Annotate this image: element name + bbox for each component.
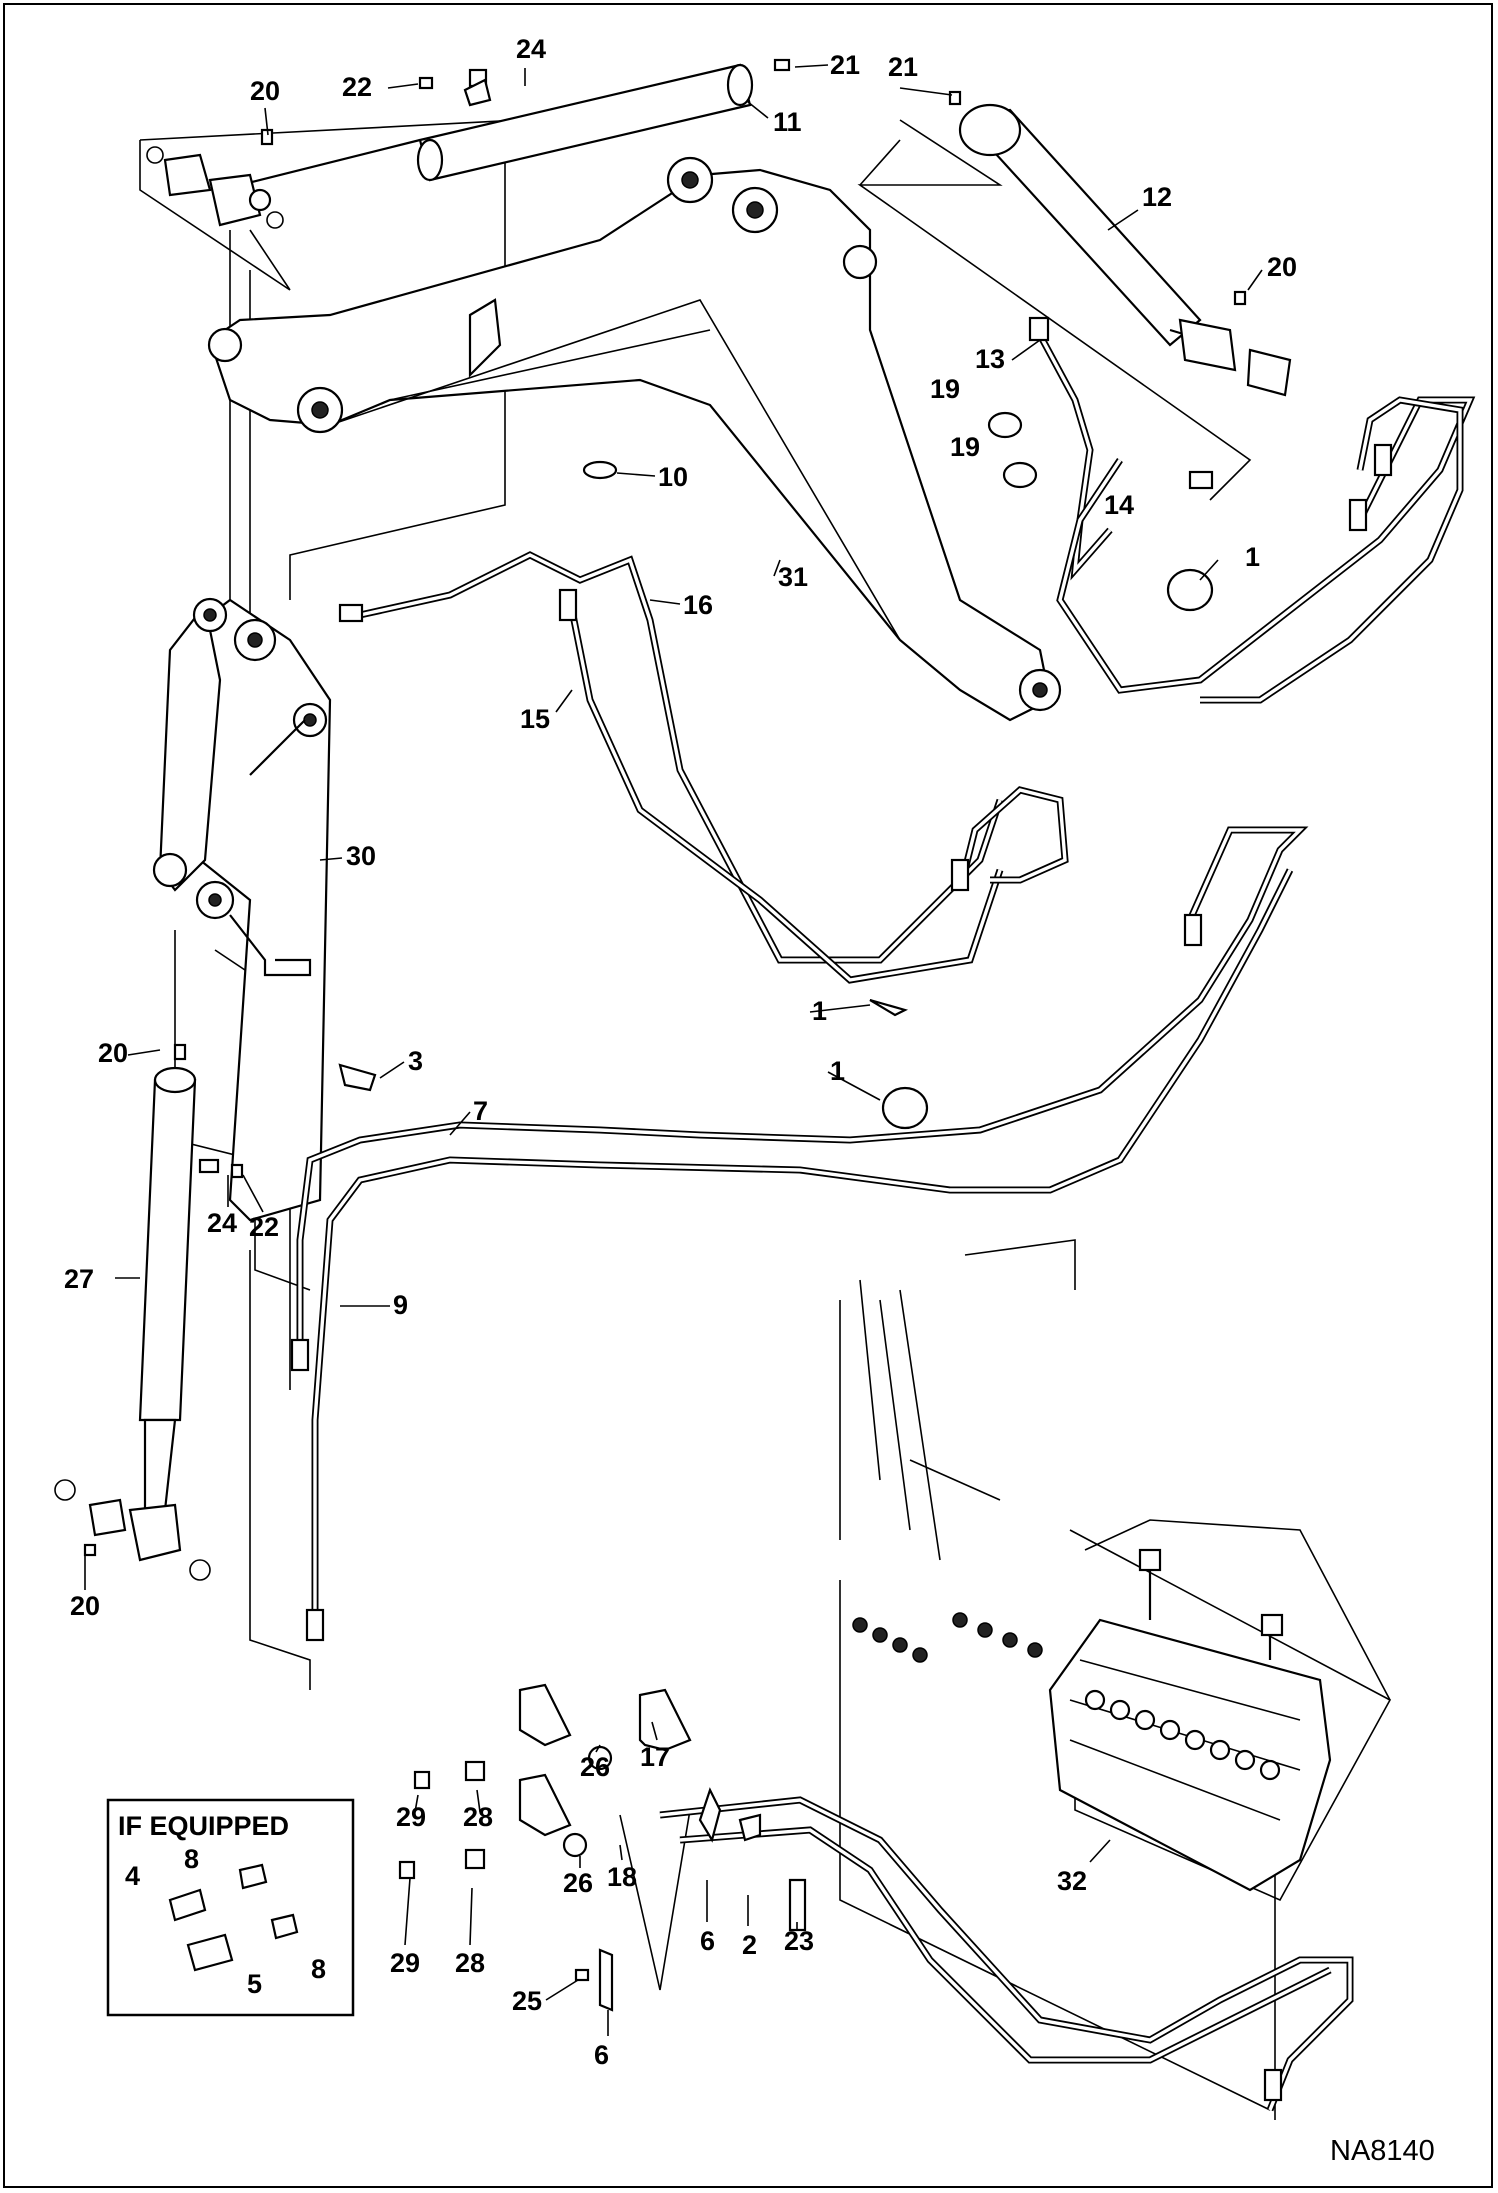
drawing-code: NA8140 xyxy=(1330,2135,1435,2167)
boom-assembly xyxy=(207,156,1062,722)
hydraulic-hoses xyxy=(290,316,1476,2112)
callout: 1 xyxy=(830,1056,845,1086)
control-valve xyxy=(852,1548,1332,1892)
callout: 15 xyxy=(520,704,550,734)
port-fittings xyxy=(398,1683,807,2012)
callout: 25 xyxy=(512,1986,542,2016)
callout: 4 xyxy=(125,1861,140,1891)
callout: 28 xyxy=(463,1802,493,1832)
callout: 26 xyxy=(580,1752,610,1782)
callout: 27 xyxy=(64,1264,94,1294)
callout: 29 xyxy=(390,1948,420,1978)
callout-labels: 20 22 24 21 11 21 12 20 13 19 19 14 10 1… xyxy=(64,34,1297,2070)
callout: 24 xyxy=(207,1208,237,1238)
drawing-frame xyxy=(3,3,1493,2188)
inset-title: IF EQUIPPED xyxy=(118,1811,289,1841)
callout: 22 xyxy=(342,72,372,102)
callout: 3 xyxy=(408,1046,423,1076)
callout: 21 xyxy=(888,52,918,82)
callout: 1 xyxy=(1245,542,1260,572)
bucket-cylinder xyxy=(54,1043,244,1581)
callout: 17 xyxy=(640,1742,670,1772)
callout: 20 xyxy=(250,76,280,106)
callout-leaders xyxy=(84,64,1263,2036)
callout: 6 xyxy=(700,1926,715,1956)
callout: 11 xyxy=(773,107,802,137)
callout: 2 xyxy=(742,1930,757,1960)
callout: 19 xyxy=(950,432,980,462)
if-equipped-inset: IF EQUIPPED xyxy=(106,1798,355,2017)
callout: 10 xyxy=(658,462,688,492)
callout: 16 xyxy=(683,590,713,620)
callout: 19 xyxy=(930,374,960,404)
callout: 8 xyxy=(311,1954,326,1984)
callout: 29 xyxy=(396,1802,426,1832)
arm-assembly xyxy=(152,597,332,1222)
callout: 12 xyxy=(1142,182,1172,212)
callout: 14 xyxy=(1104,490,1134,520)
callout: 7 xyxy=(473,1096,488,1126)
callout: 20 xyxy=(70,1591,100,1621)
callout: 18 xyxy=(607,1862,637,1892)
callout: 20 xyxy=(1267,252,1297,282)
callout: 22 xyxy=(249,1212,279,1242)
callout: 21 xyxy=(830,50,860,80)
callout: 9 xyxy=(393,1290,408,1320)
callout: 20 xyxy=(98,1038,128,1068)
arm-cylinder xyxy=(948,90,1292,397)
boom-cylinder xyxy=(146,58,791,229)
callout: 23 xyxy=(784,1926,814,1956)
callout: 30 xyxy=(346,841,376,871)
callout: 24 xyxy=(516,34,546,64)
callout: 6 xyxy=(594,2040,609,2070)
callout: 31 xyxy=(778,562,808,592)
callout: 5 xyxy=(247,1969,262,1999)
callout: 32 xyxy=(1057,1866,1087,1896)
callout: 26 xyxy=(563,1868,593,1898)
callout: 8 xyxy=(184,1844,199,1874)
callout: 28 xyxy=(455,1948,485,1978)
callout: 13 xyxy=(975,344,1005,374)
